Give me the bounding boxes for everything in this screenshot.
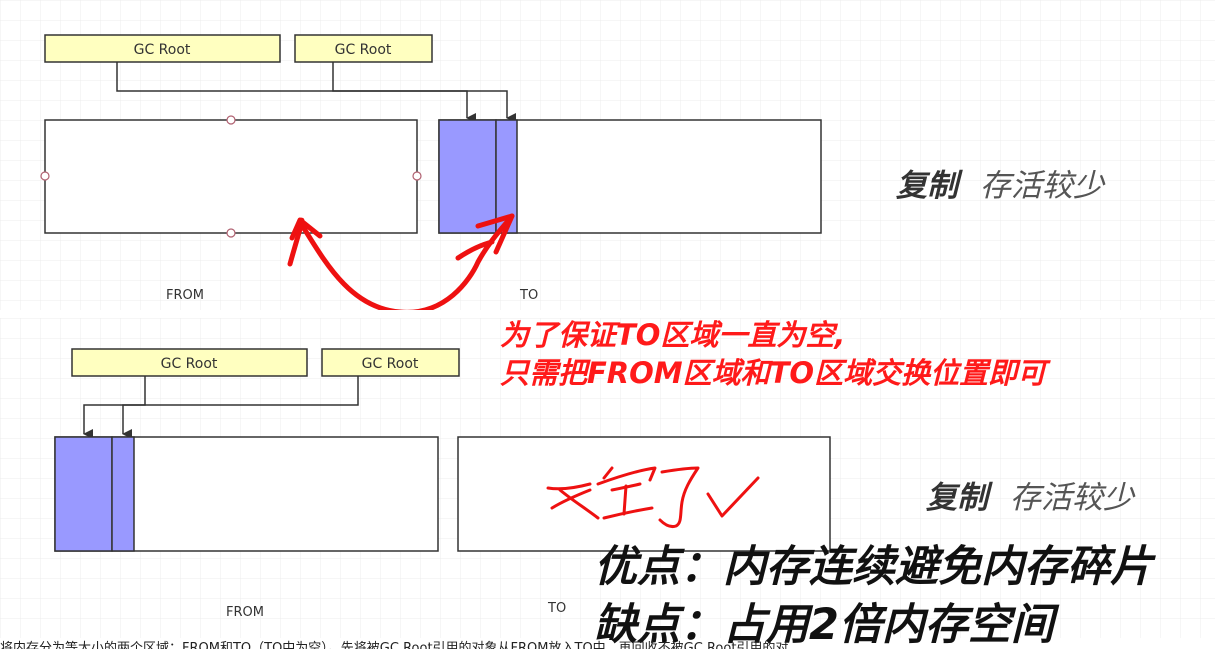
survival-note: 存活较少	[980, 168, 1104, 204]
bottom-diagram-svg: GC Root GC Root	[0, 318, 1215, 638]
survival-note: 存活较少	[1010, 480, 1134, 516]
swap-arrow-head	[455, 213, 515, 261]
reference-arrow	[332, 62, 516, 123]
top-diagram-svg: GC Root GC Root	[0, 0, 1215, 310]
from-label: FROM	[226, 605, 264, 620]
resize-handle	[226, 115, 236, 125]
pros-note: 优点：内存连续避免内存碎片	[594, 542, 1153, 592]
live-object	[111, 436, 135, 552]
bottom-side-title: 复制存活较少	[926, 472, 1134, 517]
swap-explanation: 为了保证TO区域一直为空, 只需把FROM区域和TO区域交换位置即可	[500, 316, 1046, 392]
copy-title: 复制	[926, 480, 988, 516]
live-object	[54, 436, 113, 552]
bottom-diagram-panel: GC Root GC Root FROM TO 复制存活较少	[0, 318, 1215, 638]
gc-root-label: GC Root	[362, 356, 419, 372]
gc-root-box	[321, 348, 460, 377]
gc-root-label: GC Root	[161, 356, 218, 372]
copy-title: 复制	[896, 168, 958, 204]
gc-root-box	[44, 34, 281, 63]
to-label: TO	[548, 601, 567, 616]
swap-explanation-line: 为了保证TO区域一直为空,	[500, 318, 846, 352]
cons-note: 缺点：占用2倍内存空间	[594, 600, 1054, 650]
reference-arrow	[116, 62, 476, 123]
gc-root-label: GC Root	[335, 42, 392, 58]
swap-explanation-line: 只需把FROM区域和TO区域交换位置即可	[500, 356, 1047, 390]
top-side-title: 复制存活较少	[896, 160, 1104, 205]
reference-arrow	[122, 376, 359, 439]
to-label: TO	[520, 288, 539, 303]
resize-handle	[412, 171, 422, 181]
gc-root-box	[294, 34, 433, 63]
gc-root-box	[71, 348, 308, 377]
handwritten-empty-note	[546, 466, 760, 528]
from-label: FROM	[166, 288, 204, 303]
reference-arrow	[83, 376, 146, 439]
resize-handle	[40, 171, 50, 181]
description-text: 将内存分为等大小的两个区域：FROM和TO（TO中为空）。先将被GC Root引…	[0, 641, 789, 649]
from-region	[44, 119, 418, 234]
gc-root-label: GC Root	[134, 42, 191, 58]
live-object	[438, 119, 497, 234]
resize-handle	[226, 228, 236, 238]
swap-arrow-head	[289, 217, 323, 241]
top-diagram-panel: GC Root GC Root FROM TO 复制存活较少	[0, 0, 1215, 310]
to-region	[457, 436, 831, 552]
